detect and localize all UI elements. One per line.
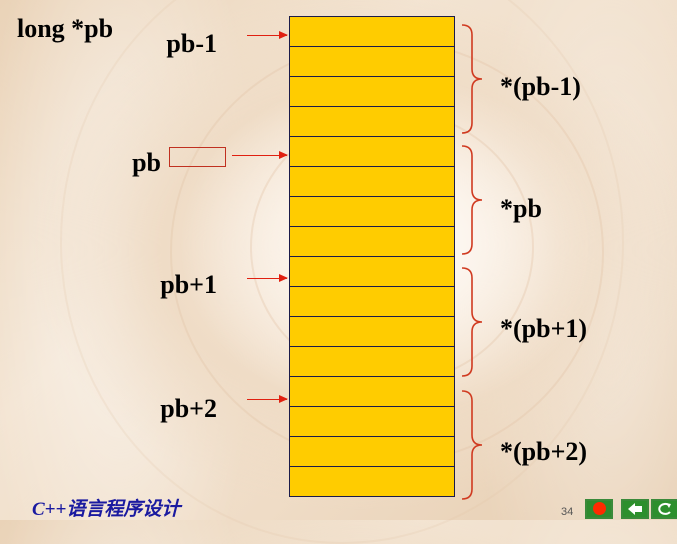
memory-cell	[289, 436, 455, 466]
back-arrow-icon	[625, 501, 645, 517]
return-button[interactable]	[651, 499, 677, 519]
memory-cell	[289, 196, 455, 226]
back-button[interactable]	[621, 499, 649, 519]
memory-cell	[289, 106, 455, 136]
pointer-arrow	[247, 274, 288, 282]
pointer-label-pb-plus-2: pb+2	[160, 394, 217, 423]
group-label-pb-minus-1: *(pb-1)	[500, 72, 581, 101]
pointer-label-pb-plus-1: pb+1	[160, 270, 217, 299]
pointer-label-pb-minus-1: pb-1	[166, 29, 217, 58]
slide-title: long *pb	[17, 14, 114, 43]
memory-cell	[289, 166, 455, 196]
group-brace	[461, 145, 483, 255]
pointer-arrow	[247, 395, 288, 403]
group-brace	[461, 24, 483, 134]
pointer-variable-box	[169, 147, 226, 167]
memory-cell	[289, 256, 455, 286]
footer-course-title: C++语言程序设计	[32, 499, 181, 520]
memory-cell	[289, 346, 455, 376]
group-label-pb-plus-2: *(pb+2)	[500, 437, 588, 466]
memory-cell	[289, 76, 455, 106]
group-brace	[461, 267, 483, 377]
memory-cell	[289, 406, 455, 436]
return-icon	[655, 501, 675, 517]
memory-cell	[289, 466, 455, 497]
record-button[interactable]	[585, 499, 613, 519]
pointer-arrow	[232, 151, 288, 159]
page-number: 34	[561, 506, 574, 518]
memory-cell	[289, 286, 455, 316]
memory-cell	[289, 136, 455, 166]
memory-cell	[289, 46, 455, 76]
pointer-arrow	[247, 31, 288, 39]
memory-cell	[289, 376, 455, 406]
memory-cell	[289, 316, 455, 346]
group-brace	[461, 390, 483, 500]
memory-cell	[289, 16, 455, 46]
memory-cell	[289, 226, 455, 256]
memory-column	[289, 16, 455, 497]
pointer-label-pb: pb	[132, 148, 161, 177]
group-label-pb-plus-1: *(pb+1)	[500, 314, 588, 343]
group-label-pb: *pb	[500, 194, 542, 223]
